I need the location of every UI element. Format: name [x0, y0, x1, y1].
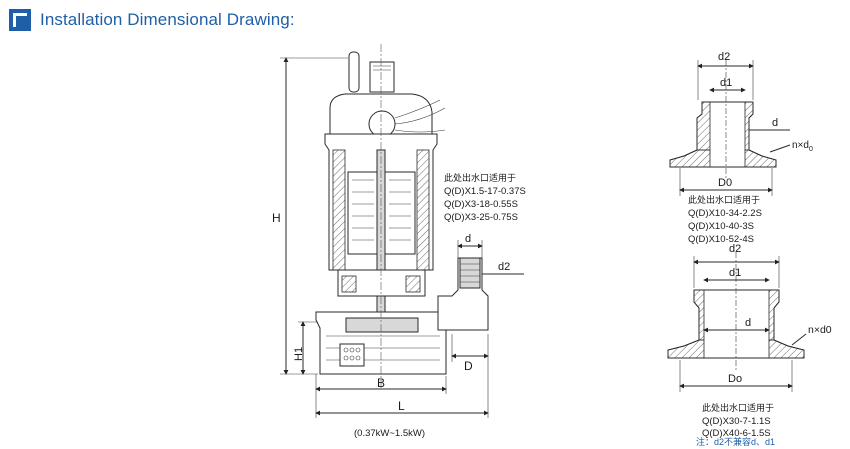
flange-large-dim-d2: d2 [729, 243, 741, 255]
flange-small-dim-d1: d1 [720, 77, 732, 89]
capacitor [368, 110, 396, 138]
pump-drawing: H H1 B L D d d2 此处出水口适用于 Q(D)X1.5-17-0.3… [272, 44, 526, 439]
flange-small-note-title: 此处出水口适用于 [688, 194, 760, 205]
oil-chamber [337, 269, 426, 297]
strainer [339, 343, 365, 367]
dim-label-h: H [272, 211, 281, 225]
dim-label-l: L [398, 399, 405, 413]
flange-large-drawing: d2 d1 d n×d0 Do 此处出水口适用于 Q(D)X30-7-1.1S … [667, 243, 832, 447]
flange-small-dim-line-n [769, 144, 791, 153]
flange-large-dim-d1: d1 [729, 267, 741, 279]
flange-large-dim-d: d [745, 317, 751, 329]
impeller [345, 317, 419, 333]
pump-model-2: Q(D)X3-18-0.55S [444, 199, 518, 210]
section-logo-icon [9, 9, 31, 31]
flange-large-model-2: Q(D)X40-6-1.5S [702, 428, 771, 439]
dim-label-h1: H1 [293, 347, 305, 361]
pump-model-3: Q(D)X3-25-0.75S [444, 212, 518, 223]
flange-small-dim-d2: d2 [718, 51, 730, 63]
flange-small-dim-d: d [772, 117, 778, 129]
flange-small-dim-n: n×d0 [792, 140, 813, 153]
stator-left [347, 171, 379, 255]
flange-large-dim-line-n [791, 333, 807, 346]
pump-model-1: Q(D)X1.5-17-0.37S [444, 186, 526, 197]
pump-note-title: 此处出水口适用于 [444, 172, 516, 183]
flange-small-drawing: d2 d1 d n×d0 D0 此处出水口适用于 Q(D)X10-34-2.2S… [669, 51, 813, 245]
stator-right [384, 171, 416, 255]
flange-small-model-3: Q(D)X10-52-4S [688, 234, 754, 245]
dim-label-d-pump: D [464, 359, 473, 373]
dim-label-d2-outlet: d2 [498, 261, 510, 273]
outlet-thread [459, 257, 481, 289]
flange-small-dim-d0: D0 [718, 177, 732, 189]
power-range-label: (0.37kW~1.5kW) [354, 428, 425, 439]
cable-gland [348, 51, 360, 93]
flange-large-note-title: 此处出水口适用于 [702, 402, 774, 413]
dim-label-d-outlet: d [465, 233, 471, 245]
dim-label-b: B [377, 376, 385, 390]
flange-large-dim-n: n×d0 [808, 324, 832, 336]
flange-small-model-2: Q(D)X10-40-3S [688, 221, 754, 232]
page-title: Installation Dimensional Drawing: [40, 10, 295, 29]
flange-large-footnote: 注：d2不兼容d、d1 [696, 436, 775, 447]
flange-large-model-1: Q(D)X30-7-1.1S [702, 416, 771, 427]
flange-small-model-1: Q(D)X10-34-2.2S [688, 208, 762, 219]
section-header: Installation Dimensional Drawing: [8, 4, 848, 34]
top-handle [369, 61, 395, 93]
flange-large-dim-do: Do [728, 373, 742, 385]
